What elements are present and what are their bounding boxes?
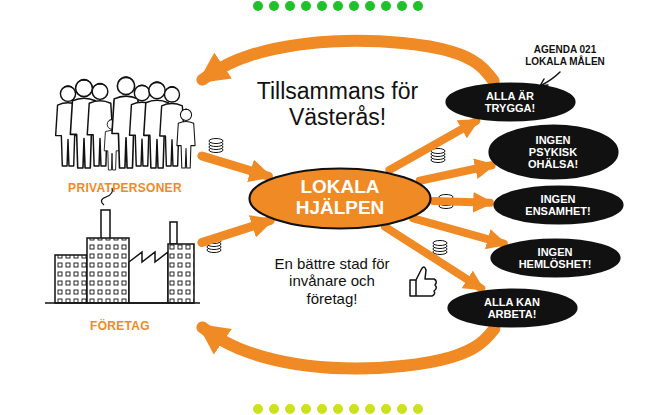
node-label: INGEN PSYKISK OHÄLSA!	[514, 134, 592, 170]
dot-row-top	[253, 1, 263, 11]
group-label: FÖRETAG	[40, 319, 200, 333]
factory-drawing	[45, 302, 200, 304]
thumbs-up	[410, 267, 436, 296]
node-label: INGEN HEMLÖSHET!	[516, 246, 594, 270]
slogan-text: Tillsammans för Västerås!	[245, 78, 430, 131]
ellipse-outline	[448, 290, 576, 327]
dot-row-bottom	[365, 404, 375, 414]
dot-row-bottom	[269, 404, 279, 414]
node-label: ALLA ÄR TRYGGA!	[471, 90, 549, 114]
node-label: INGEN ENSAMHET!	[519, 193, 597, 217]
dot-row-bottom	[413, 404, 423, 414]
dot-row-top	[253, 1, 423, 11]
factory-drawing	[87, 238, 129, 303]
flow-arrow	[434, 201, 490, 203]
factory-drawing	[168, 244, 194, 303]
dot-row-bottom	[253, 404, 423, 414]
dot-row-bottom	[349, 404, 359, 414]
company-group: FÖRETAG	[40, 205, 200, 333]
node-label: ALLA KAN ARBETA!	[473, 296, 551, 320]
ellipse-outline	[491, 240, 619, 277]
dot-row-top	[333, 1, 343, 11]
factory-drawing	[170, 222, 177, 244]
money-stack	[433, 241, 447, 255]
hub-ellipse: LOKALA HJÄLPEN	[248, 167, 432, 230]
dot-row-top	[349, 1, 359, 11]
ellipse-outline	[494, 187, 622, 224]
factory-drawing	[168, 244, 194, 303]
dot-row-top	[317, 1, 327, 11]
flow-arrow	[385, 227, 481, 288]
dot-row-top	[365, 1, 375, 11]
callout-note: AGENDA 021 LOKALA MÅLEN	[515, 44, 615, 67]
thumbs-up	[410, 267, 436, 296]
dot-row-bottom	[333, 404, 343, 414]
ellipse-outline	[489, 126, 617, 179]
people-drawing	[177, 109, 195, 169]
dot-row-top	[413, 1, 423, 11]
group-label: PRIVATPERSONER	[50, 181, 200, 195]
ellipse-outline	[250, 168, 431, 228]
factory-drawing	[101, 210, 110, 240]
node-label: LOKALA HJÄLPEN	[284, 177, 396, 219]
dot-row-bottom	[381, 404, 391, 414]
thumbs-up	[415, 280, 417, 296]
dot-row-bottom	[317, 404, 327, 414]
dot-row-top	[269, 1, 279, 11]
dot-row-bottom	[253, 404, 263, 414]
goal-ellipse: INGEN ENSAMHET!	[493, 185, 624, 225]
return-arrow	[202, 41, 493, 81]
dot-row-top	[381, 1, 391, 11]
flow-arrow	[420, 165, 492, 181]
factory-drawing	[55, 255, 87, 303]
flow-arrow	[202, 221, 270, 243]
people-drawing	[56, 76, 195, 170]
dot-row-top	[397, 1, 407, 11]
factory-drawing	[129, 252, 168, 303]
goal-ellipse: INGEN HEMLÖSHET!	[490, 238, 621, 278]
dot-row-bottom	[285, 404, 295, 414]
money-stack	[209, 139, 223, 153]
dot-row-top	[301, 1, 311, 11]
return-arrow	[202, 327, 494, 368]
dot-row-bottom	[397, 404, 407, 414]
goal-ellipse: INGEN PSYKISK OHÄLSA!	[488, 124, 619, 180]
callout-arrow	[540, 72, 560, 86]
money-stack	[431, 149, 445, 163]
slogan-text: En bättre stad för invånare och företag!	[262, 255, 402, 307]
goal-ellipse: ALLA ÄR TRYGGA!	[445, 82, 576, 122]
factory-drawing	[55, 255, 87, 303]
dot-row-top	[285, 1, 295, 11]
ellipse-outline	[446, 84, 574, 121]
callout-arrow	[540, 72, 560, 86]
flow-arrow	[389, 121, 476, 170]
dot-row-bottom	[301, 404, 311, 414]
flow-arrow	[413, 218, 504, 243]
factory-drawing	[87, 238, 129, 303]
goal-ellipse: ALLA KAN ARBETA!	[447, 288, 578, 328]
people-group: PRIVATPERSONER	[50, 70, 200, 195]
flow-arrow	[202, 156, 268, 176]
factory-drawing	[45, 188, 200, 303]
